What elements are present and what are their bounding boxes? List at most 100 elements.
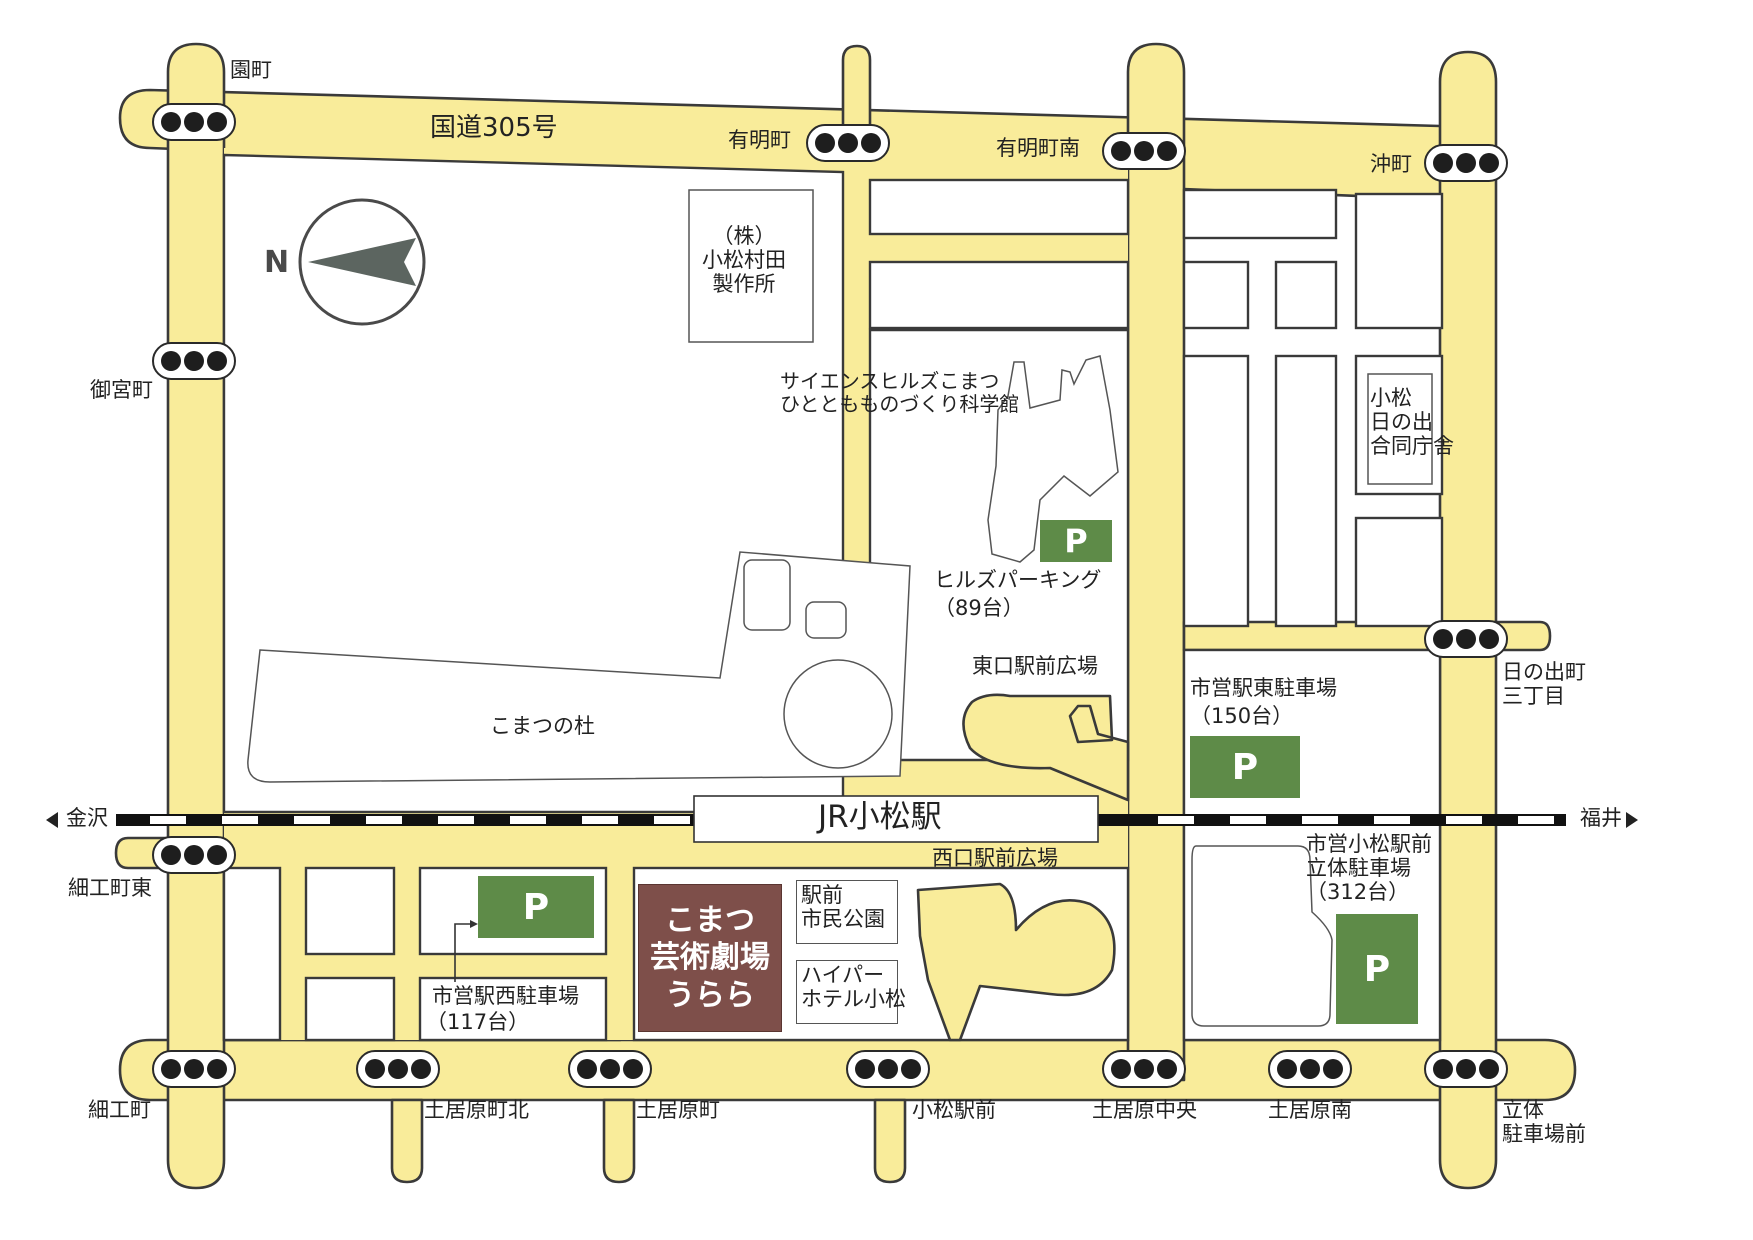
east-parking-label: 市営駅東駐車場 <box>1190 676 1337 700</box>
rail-dash <box>1158 816 1194 824</box>
block-e5 <box>1182 354 1250 628</box>
theatre-line-1: こまつ <box>665 902 755 938</box>
saiku-east-label: 細工町東 <box>68 876 152 900</box>
theatre-line-3: うらら <box>665 977 755 1013</box>
north-label: N <box>264 245 290 280</box>
hinode-sanchome-label: 日の出町 三丁目 <box>1502 660 1586 709</box>
rail-dash <box>438 816 474 824</box>
west-parking-pointer <box>454 923 474 982</box>
murata-building <box>688 189 814 343</box>
murata-label: （株） 小松村田 製作所 <box>702 224 786 297</box>
okimachi-label: 沖町 <box>1370 152 1412 176</box>
north-arrow-icon <box>308 238 416 286</box>
rail-dash <box>1302 816 1338 824</box>
theatre-line-2: 芸術劇場 <box>650 940 770 976</box>
traffic-signal-saiku-east <box>152 836 236 874</box>
west-parking-label: 市営駅西駐車場 <box>432 984 579 1008</box>
east-plaza-label: 東口駅前広場 <box>972 654 1098 678</box>
doiharamachi-kita-label: 土居原町北 <box>424 1098 529 1122</box>
traffic-signal-doihara-chuo <box>1102 1050 1186 1088</box>
komatsu-ekimae-label: 小松駅前 <box>912 1098 996 1122</box>
east-parking-icon: P <box>1190 736 1300 798</box>
saikumachi-label: 細工町 <box>88 1098 151 1122</box>
traffic-signal-doiharamachi <box>568 1050 652 1088</box>
kanazawa-label: 金沢 <box>66 806 108 830</box>
block-n2 <box>868 260 1130 330</box>
traffic-signal-ariakecho <box>806 124 890 162</box>
fukui-label: 福井 <box>1580 806 1622 830</box>
block-n1 <box>868 178 1130 236</box>
left-avenue <box>166 42 226 1190</box>
komatsu-art-theatre: こまつ 芸術劇場 うらら <box>638 884 782 1032</box>
mori-annex-2 <box>805 601 847 639</box>
ariakecho-minami-label: 有明町南 <box>996 136 1080 160</box>
gov-office-building <box>1367 373 1433 485</box>
west-parking-icon: P <box>478 876 594 938</box>
rikutai-parking-building <box>1191 845 1333 1027</box>
rittai-parking-mae-label: 立体 駐車場前 <box>1502 1098 1586 1147</box>
rail-dash <box>1518 816 1554 824</box>
traffic-signal-doihara-minami <box>1268 1050 1352 1088</box>
west-parking-capacity: （117台） <box>426 1010 530 1034</box>
west-plaza <box>916 882 1116 1042</box>
rittai-parking-label: 市営小松駅前 立体駐車場 <box>1306 832 1432 881</box>
block-e6 <box>1274 354 1338 628</box>
traffic-signal-rittai <box>1424 1050 1508 1088</box>
rail-dash <box>222 816 258 824</box>
mori-dome <box>783 659 893 769</box>
rail-dash <box>654 816 690 824</box>
rail-dash <box>1446 816 1482 824</box>
science-hills-building <box>987 355 1119 563</box>
block-e4 <box>1354 192 1444 330</box>
sonomachi-label: 園町 <box>230 58 272 82</box>
park-label: 駅前 市民公園 <box>796 880 898 944</box>
route-305-label: 国道305号 <box>430 113 558 143</box>
north-compass <box>298 198 426 326</box>
doihara-chuo-label: 土居原中央 <box>1092 1098 1197 1122</box>
mori-annex-1 <box>743 559 791 631</box>
rail-dash <box>366 816 402 824</box>
doiharamachi-label: 土居原町 <box>636 1098 720 1122</box>
omiyacho-label: 御宮町 <box>90 378 153 402</box>
block-sw5 <box>418 976 608 1042</box>
traffic-signal-hinode <box>1424 620 1508 658</box>
rail-dash <box>1230 816 1266 824</box>
hotel-label: ハイパー ホテル小松 <box>796 960 906 1024</box>
hills-parking-capacity: （89台） <box>934 596 1024 620</box>
arrow-west-icon <box>46 812 58 828</box>
rail-dash <box>1374 816 1410 824</box>
block-sw1 <box>222 866 282 1042</box>
hills-parking-icon: P <box>1040 520 1112 562</box>
east-parking-capacity: （150台） <box>1190 704 1294 728</box>
block-e1 <box>1182 188 1338 240</box>
traffic-signal-doiharamachi-kita <box>356 1050 440 1088</box>
station-label: JR小松駅 <box>818 799 942 835</box>
west-plaza-label: 西口駅前広場 <box>932 846 1058 870</box>
traffic-signal-sonomachi <box>152 103 236 141</box>
hills-parking-label: ヒルズパーキング <box>934 568 1102 592</box>
south-stub-2 <box>602 1098 636 1184</box>
gov-office-label: 小松 日の出 合同庁舎 <box>1370 386 1454 459</box>
science-hills-label: サイエンスヒルズこまつ ひとともものづくり科学館 <box>780 369 1020 416</box>
rail-dash <box>294 816 330 824</box>
rittai-parking-capacity: （312台） <box>1306 880 1410 904</box>
south-stub-3 <box>873 1098 907 1184</box>
rail-dash <box>582 816 618 824</box>
east-plaza <box>962 693 1130 802</box>
komatsu-mori-label: こまつの杜 <box>490 714 595 738</box>
traffic-signal-ariakecho-minami <box>1102 132 1186 170</box>
south-stub-1 <box>390 1098 424 1184</box>
block-e7 <box>1354 516 1444 628</box>
arrow-east-icon <box>1626 812 1638 828</box>
rittai-parking-icon: P <box>1336 914 1418 1024</box>
doihara-minami-label: 土居原南 <box>1268 1098 1352 1122</box>
pointer-arrowhead-icon <box>470 920 478 928</box>
rail-dash <box>150 816 186 824</box>
ariakecho-label: 有明町 <box>728 128 791 152</box>
traffic-signal-okimachi <box>1424 144 1508 182</box>
station-building <box>693 795 1099 843</box>
rail-dash <box>510 816 546 824</box>
traffic-signal-saikumachi <box>152 1050 236 1088</box>
traffic-signal-komatsu-ekimae <box>846 1050 930 1088</box>
block-e3 <box>1274 260 1338 330</box>
